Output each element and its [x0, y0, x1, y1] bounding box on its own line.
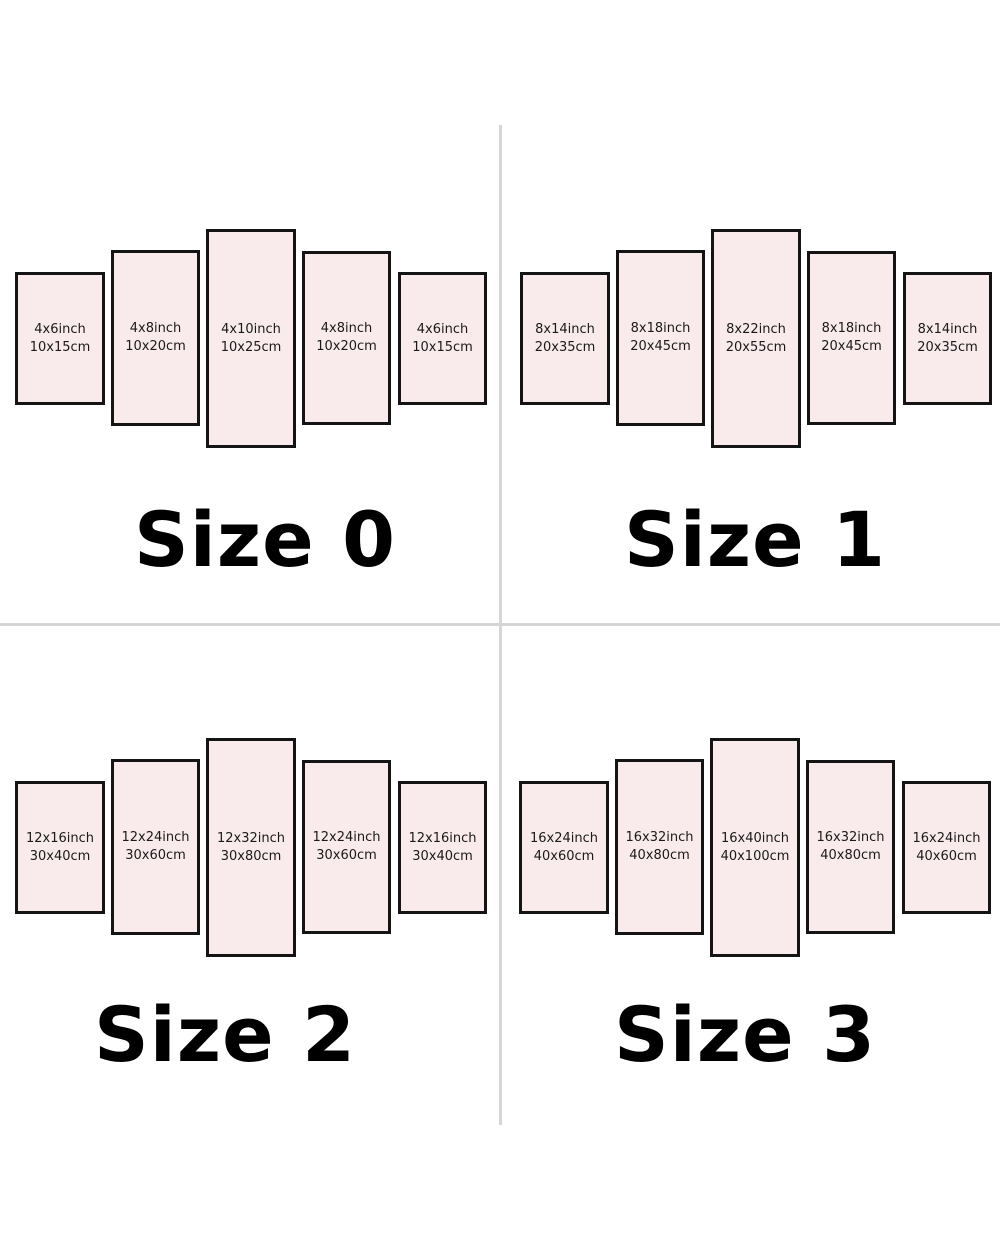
panel-cm-label: 10x20cm	[125, 339, 186, 354]
panel-cm-label: 10x20cm	[316, 339, 377, 354]
panel-inch-label: 16x40inch	[720, 830, 789, 846]
panel-size3-1: 16x24inch 40x60cm	[519, 781, 609, 914]
panel-size1-3: 8x22inch 20x55cm	[711, 229, 801, 448]
size-title: Size 2	[94, 990, 356, 1079]
panel-inch-label: 4x8inch	[320, 321, 373, 336]
panel-inch-label: 16x32inch	[625, 830, 694, 845]
panel-inch-label: 8x14inch	[917, 321, 978, 337]
panel-cm-label: 40x100cm	[720, 848, 790, 864]
panel-size2-4: 12x24inch 30x60cm	[302, 760, 391, 934]
panel-cm-label: 40x60cm	[533, 848, 595, 864]
panel-size2-3: 12x32inch 30x80cm	[206, 738, 296, 957]
panel-size3-5: 16x24inch 40x60cm	[902, 781, 991, 914]
panel-cm-label: 40x80cm	[820, 848, 881, 863]
panel-inch-label: 12x32inch	[216, 830, 285, 846]
panel-cm-label: 10x25cm	[220, 339, 282, 355]
panel-cm-label: 40x80cm	[629, 848, 690, 863]
panel-cm-label: 30x40cm	[412, 848, 473, 864]
panel-inch-label: 4x10inch	[221, 321, 281, 337]
panel-cm-label: 20x35cm	[534, 339, 596, 355]
panel-inch-label: 12x16inch	[408, 830, 477, 846]
panel-size3-4: 16x32inch 40x80cm	[806, 760, 895, 934]
panel-size1-1: 8x14inch 20x35cm	[520, 272, 610, 405]
panel-inch-label: 8x18inch	[630, 321, 691, 336]
panel-cm-label: 10x15cm	[412, 339, 473, 355]
panel-inch-label: 8x18inch	[821, 321, 882, 336]
panel-inch-label: 4x8inch	[129, 321, 182, 336]
panel-cm-label: 20x45cm	[821, 339, 882, 354]
panel-size0-3: 4x10inch 10x25cm	[206, 229, 296, 448]
panel-size1-2: 8x18inch 20x45cm	[616, 250, 705, 426]
panel-cm-label: 30x40cm	[29, 848, 91, 864]
panel-inch-label: 16x24inch	[529, 830, 598, 846]
panel-cm-label: 30x60cm	[125, 848, 186, 863]
horizontal-divider	[0, 623, 1000, 626]
panel-inch-label: 8x14inch	[535, 321, 595, 337]
panel-size2-1: 12x16inch 30x40cm	[15, 781, 105, 914]
panel-cm-label: 40x60cm	[916, 848, 977, 864]
panel-cm-label: 20x55cm	[725, 339, 787, 355]
panel-size0-4: 4x8inch 10x20cm	[302, 251, 391, 425]
size-title: Size 0	[134, 495, 396, 584]
panel-size2-2: 12x24inch 30x60cm	[111, 759, 200, 935]
panel-size0-1: 4x6inch 10x15cm	[15, 272, 105, 405]
panel-inch-label: 12x24inch	[121, 830, 190, 845]
panel-inch-label: 8x22inch	[726, 321, 786, 337]
panel-inch-label: 4x6inch	[416, 321, 469, 337]
panel-size1-4: 8x18inch 20x45cm	[807, 251, 896, 425]
panel-size3-3: 16x40inch 40x100cm	[710, 738, 800, 957]
panel-cm-label: 20x35cm	[917, 339, 978, 355]
panel-cm-label: 30x60cm	[316, 848, 377, 863]
panel-size1-5: 8x14inch 20x35cm	[903, 272, 992, 405]
panel-inch-label: 4x6inch	[34, 321, 86, 337]
panel-size3-2: 16x32inch 40x80cm	[615, 759, 704, 935]
panel-size0-2: 4x8inch 10x20cm	[111, 250, 200, 426]
size-title: Size 1	[624, 495, 886, 584]
panel-cm-label: 10x15cm	[29, 339, 91, 355]
panel-cm-label: 20x45cm	[630, 339, 691, 354]
panel-cm-label: 30x80cm	[220, 848, 282, 864]
panel-inch-label: 16x24inch	[912, 830, 981, 846]
panel-size0-5: 4x6inch 10x15cm	[398, 272, 487, 405]
panel-inch-label: 12x24inch	[312, 830, 381, 845]
panel-inch-label: 12x16inch	[25, 830, 94, 846]
panel-inch-label: 16x32inch	[816, 830, 885, 845]
size-title: Size 3	[614, 990, 876, 1079]
panel-size2-5: 12x16inch 30x40cm	[398, 781, 487, 914]
